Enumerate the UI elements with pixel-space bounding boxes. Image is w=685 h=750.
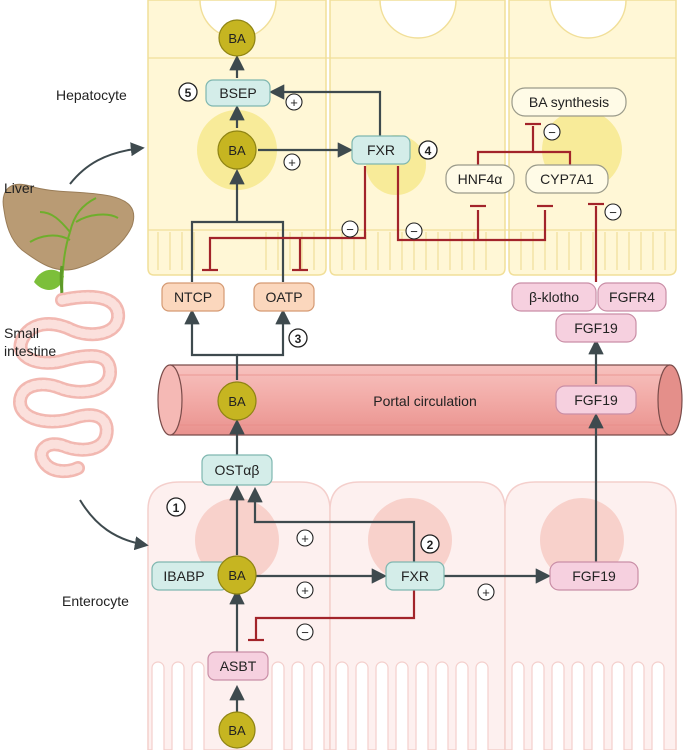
ibabp-box: IBABP [151, 561, 229, 591]
ntcp-label: NTCP [174, 289, 212, 305]
svg-text:+: + [301, 531, 309, 546]
oatp-box: OATP [253, 282, 315, 312]
small-intestine-illustration [12, 289, 126, 479]
step-4-badge: 4 [418, 140, 438, 160]
ntcp-box: NTCP [161, 282, 225, 312]
fgfr4-box: FGFR4 [597, 282, 667, 312]
plus-sign-ost: + [296, 529, 314, 547]
ba-lumen: BA [218, 711, 256, 749]
ba-enterocyte: BA [217, 555, 257, 595]
fgf19-receptor-label: FGF19 [574, 320, 618, 336]
fgf19-portal-box: FGF19 [555, 385, 637, 415]
hnf4a-box: HNF4α [445, 164, 515, 194]
fgfr4-label: FGFR4 [609, 289, 655, 305]
ba-lumen-label: BA [228, 723, 246, 738]
fgf19-gut-box: FGF19 [549, 561, 639, 591]
ost-box: OSTαβ [201, 454, 273, 486]
ba-synthesis-label: BA synthesis [529, 94, 609, 110]
fgf19-gut-label: FGF19 [572, 568, 616, 584]
svg-text:4: 4 [425, 144, 432, 158]
step-2-badge: 2 [420, 534, 440, 554]
gallbladder-icon [34, 269, 64, 290]
portal-label: Portal circulation [373, 393, 477, 409]
ibabp-label: IBABP [163, 568, 204, 584]
liver-label: Liver [4, 180, 35, 196]
minus-sign-asbt: − [296, 623, 314, 641]
hepatocyte-label: Hepatocyte [56, 87, 127, 103]
small-intestine-label-line2: intestine [4, 343, 56, 359]
svg-text:+: + [482, 585, 490, 600]
ba-top: BA [218, 19, 256, 57]
svg-text:−: − [410, 224, 418, 239]
step-badges: 1 2 3 4 5 [166, 82, 440, 554]
hepatocyte-cell-2 [329, 0, 506, 276]
svg-text:+: + [288, 155, 296, 170]
minus-sign-hnf4a: − [405, 222, 423, 240]
oatp-label: OATP [265, 289, 302, 305]
ba-liver-label: BA [228, 143, 246, 158]
step-1-badge: 1 [166, 497, 186, 517]
beta-klotho-box: β-klotho [511, 282, 597, 312]
liver-icon [2, 183, 135, 271]
enterocyte-label: Enterocyte [62, 593, 129, 609]
svg-text:−: − [301, 625, 309, 640]
ba-top-label: BA [228, 31, 246, 46]
svg-text:2: 2 [427, 538, 434, 552]
ba-synthesis-box: BA synthesis [511, 87, 627, 117]
svg-text:−: − [548, 125, 556, 140]
plus-sign-fxr-liver: + [283, 153, 301, 171]
cyp7a1-label: CYP7A1 [540, 171, 594, 187]
svg-text:+: + [301, 583, 309, 598]
fxr-liver-label: FXR [367, 142, 395, 158]
beta-klotho-label: β-klotho [529, 289, 579, 305]
inhibition-lines [202, 122, 604, 642]
regulation-signs: + + − − − − + + + − [283, 93, 622, 641]
ost-label: OSTαβ [215, 462, 260, 478]
svg-text:−: − [346, 222, 354, 237]
enterocyte-cells [147, 481, 677, 750]
fxr-gut-label: FXR [401, 568, 429, 584]
fgf19-portal-label: FGF19 [574, 392, 618, 408]
hnf4a-label: HNF4α [458, 171, 503, 187]
minus-sign-transporters: − [341, 220, 359, 238]
minus-sign-synthesis: − [543, 123, 561, 141]
asbt-label: ASBT [220, 658, 257, 674]
svg-text:5: 5 [185, 86, 192, 100]
asbt-box: ASBT [207, 651, 269, 681]
svg-text:+: + [290, 95, 298, 110]
svg-text:1: 1 [173, 501, 180, 515]
liver-illustration [2, 183, 135, 301]
minus-sign-fgfr4: − [604, 203, 622, 221]
fgf19-receptor-box: FGF19 [555, 313, 637, 343]
ba-liver: BA [217, 130, 257, 170]
plus-sign-bsep: + [285, 93, 303, 111]
plus-sign-fgf19: + [477, 583, 495, 601]
ba-portal: BA [217, 381, 257, 421]
cyp7a1-box: CYP7A1 [525, 164, 609, 194]
bsep-box: BSEP [205, 79, 271, 107]
svg-text:3: 3 [295, 332, 302, 346]
step-3-badge: 3 [288, 328, 308, 348]
svg-text:−: − [609, 205, 617, 220]
ba-portal-label: BA [228, 394, 246, 409]
ba-enterocyte-label: BA [228, 568, 246, 583]
fxr-liver-box: FXR [351, 135, 411, 165]
activation-arrows [184, 54, 604, 713]
fxr-gut-box: FXR [385, 561, 445, 591]
bsep-label: BSEP [219, 85, 256, 101]
small-intestine-label-line1: Small [4, 325, 39, 341]
plus-sign-fxr-gut: + [296, 581, 314, 599]
step-5-badge: 5 [178, 82, 198, 102]
